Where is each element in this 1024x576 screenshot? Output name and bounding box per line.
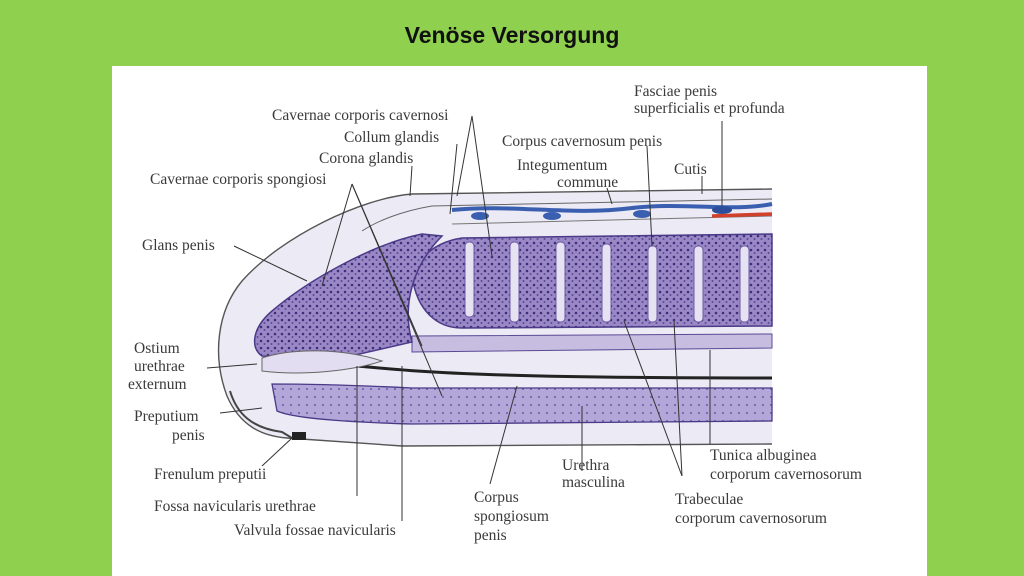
glans-penis (253, 233, 444, 359)
dorsal-artery (711, 212, 773, 218)
label-fossa: Fossa navicularis urethrae (154, 498, 316, 515)
label-preputium-2: penis (172, 427, 205, 444)
label-glans-penis: Glans penis (142, 237, 215, 254)
label-cavernae-spongiosi: Cavernae corporis spongiosi (150, 171, 327, 188)
anatomy-figure: Cavernae corporis cavernosi Collum gland… (112, 66, 927, 576)
label-corona-glandis: Corona glandis (319, 150, 413, 167)
label-urethra-2: masculina (562, 474, 625, 491)
trabeculae-gaps (464, 241, 750, 323)
label-fasciae-2: superficialis et profunda (634, 100, 785, 117)
label-corpus-spongiosum-2: spongiosum (474, 508, 549, 525)
fossa-navicularis (261, 350, 384, 374)
vein-section-3 (633, 210, 651, 218)
label-corpus-spongiosum-3: penis (474, 527, 507, 544)
label-integumentum-2: commune (557, 174, 618, 191)
label-cavernae-cavernosi: Cavernae corporis cavernosi (272, 107, 449, 124)
vein-section-2 (543, 212, 561, 220)
slide-title: Venöse Versorgung (404, 22, 620, 48)
vein-section-4 (712, 206, 732, 214)
label-frenulum: Frenulum preputii (154, 466, 267, 483)
label-urethra-1: Urethra (562, 457, 609, 474)
corpus-spongiosum (271, 383, 773, 425)
label-valvula: Valvula fossae navicularis (234, 522, 396, 539)
label-corpus-spongiosum-1: Corpus (474, 489, 519, 506)
label-preputium-1: Preputium (134, 408, 199, 425)
label-collum-glandis: Collum glandis (344, 129, 439, 146)
tunica-albuginea (411, 333, 773, 353)
label-tunica-1: Tunica albuginea (710, 447, 817, 464)
label-tunica-2: corporum cavernosorum (710, 466, 862, 483)
leader-lines (206, 115, 723, 521)
label-ostium-2: urethrae (134, 358, 185, 375)
label-fasciae-1: Fasciae penis (634, 83, 717, 100)
label-corpus-cavernosum: Corpus cavernosum penis (502, 133, 662, 150)
label-integumentum-1: Integumentum (517, 157, 607, 174)
label-cutis: Cutis (674, 161, 707, 178)
frenulum-mark (292, 432, 306, 440)
vein-section-1 (471, 212, 489, 220)
penis-cross-section-diagram: Cavernae corporis cavernosi Collum gland… (128, 83, 862, 544)
label-trabeculae-2: corporum cavernosorum (675, 510, 827, 527)
label-trabeculae-1: Trabeculae (675, 491, 743, 508)
fascia-layer (361, 198, 773, 232)
label-ostium-1: Ostium (134, 340, 180, 357)
preputium (229, 390, 293, 439)
urethra-line (356, 364, 773, 380)
label-ostium-3: externum (128, 376, 187, 393)
